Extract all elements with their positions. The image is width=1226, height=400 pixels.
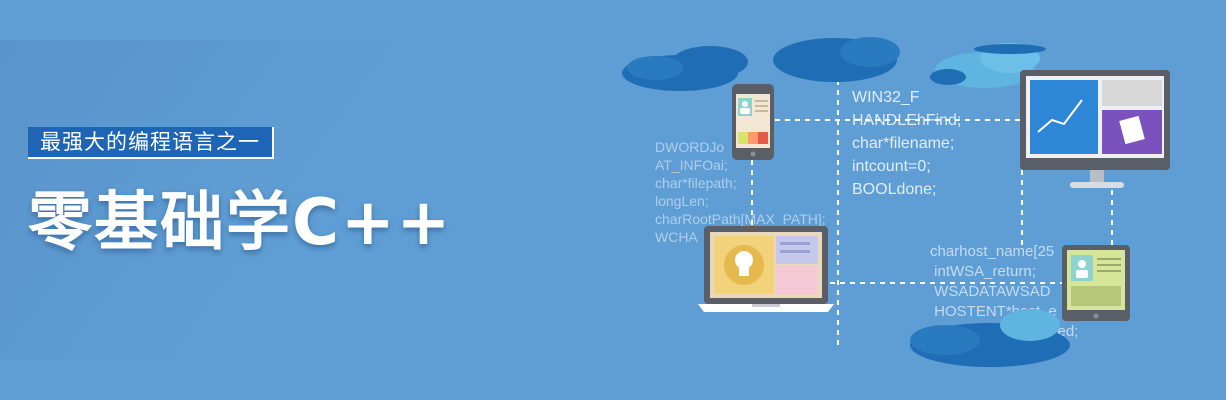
dashed-connectors <box>751 50 1113 350</box>
tablet-icon <box>1062 245 1130 321</box>
banner-title: 零基础学C++ <box>28 186 453 260</box>
cloud-icon <box>910 309 1070 367</box>
tagline-badge: 最强大的编程语言之一 <box>28 127 274 159</box>
monitor-icon <box>1020 70 1170 188</box>
code-snippet-left: DWORDJo AT_INFOai; char*filepath; longLe… <box>655 139 826 245</box>
phone-icon <box>732 84 774 160</box>
cloud-icon <box>773 37 900 82</box>
cloud-icon <box>622 46 748 91</box>
cloud-icon <box>930 43 1046 88</box>
laptop-icon <box>698 226 834 312</box>
background-shade <box>0 40 560 360</box>
